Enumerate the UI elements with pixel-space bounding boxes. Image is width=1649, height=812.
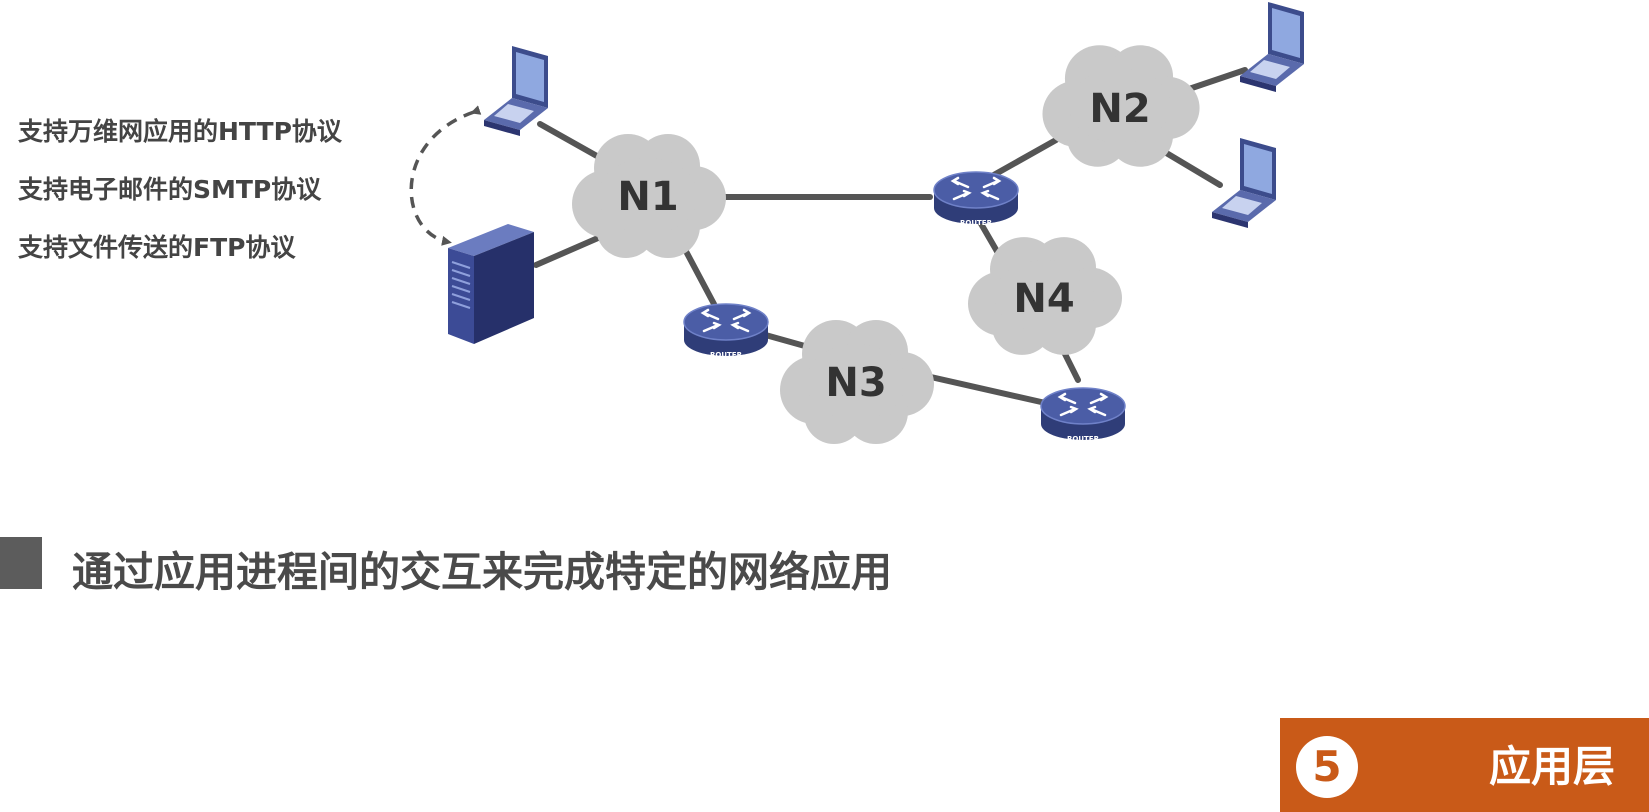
layer-badge: 5 应用层 bbox=[1280, 718, 1649, 812]
protocol-smtp: 支持电子邮件的SMTP协议 bbox=[18, 175, 322, 204]
server-icon bbox=[448, 224, 534, 344]
router-a: ROUTER bbox=[932, 170, 1020, 227]
laptop-icon bbox=[1240, 2, 1304, 92]
section-heading: 通过应用进程间的交互来完成特定的网络应用 bbox=[72, 548, 892, 596]
router-c: ROUTER bbox=[1039, 386, 1127, 443]
cloud-n2-label: N2 bbox=[1089, 86, 1150, 132]
cloud-n3: N3 bbox=[780, 320, 934, 444]
router-b-label: ROUTER bbox=[710, 351, 743, 359]
link-n2-laptop3 bbox=[1155, 145, 1223, 188]
cloud-n1: N1 bbox=[572, 134, 726, 258]
router-c-label: ROUTER bbox=[1067, 435, 1100, 443]
cloud-n4-label: N4 bbox=[1013, 276, 1074, 322]
link-n3-routerC bbox=[919, 372, 1053, 407]
layer-name: 应用层 bbox=[1488, 742, 1615, 791]
cloud-n1-label: N1 bbox=[617, 174, 678, 220]
cloud-n2: N2 bbox=[1042, 45, 1200, 167]
router-b: ROUTER bbox=[682, 302, 770, 359]
heading-marker bbox=[0, 537, 42, 589]
layer-number-badge: 5 bbox=[1296, 736, 1358, 798]
protocol-ftp: 支持文件传送的FTP协议 bbox=[18, 233, 296, 262]
router-a-label: ROUTER bbox=[960, 219, 993, 227]
protocol-http: 支持万维网应用的HTTP协议 bbox=[18, 117, 342, 146]
link-server-n1 bbox=[533, 235, 601, 268]
network-links bbox=[533, 67, 1248, 407]
cloud-n3-label: N3 bbox=[825, 360, 886, 406]
link-laptop1-n1 bbox=[537, 121, 607, 163]
client-server-arrow bbox=[409, 105, 482, 246]
link-n2-laptop2 bbox=[1183, 67, 1248, 93]
cloud-n4: N4 bbox=[968, 237, 1122, 355]
network-diagram: N1 N2 N3 N4 ROUTER ROUTER ROUTER bbox=[409, 2, 1304, 444]
link-routerA-n2 bbox=[989, 137, 1059, 179]
